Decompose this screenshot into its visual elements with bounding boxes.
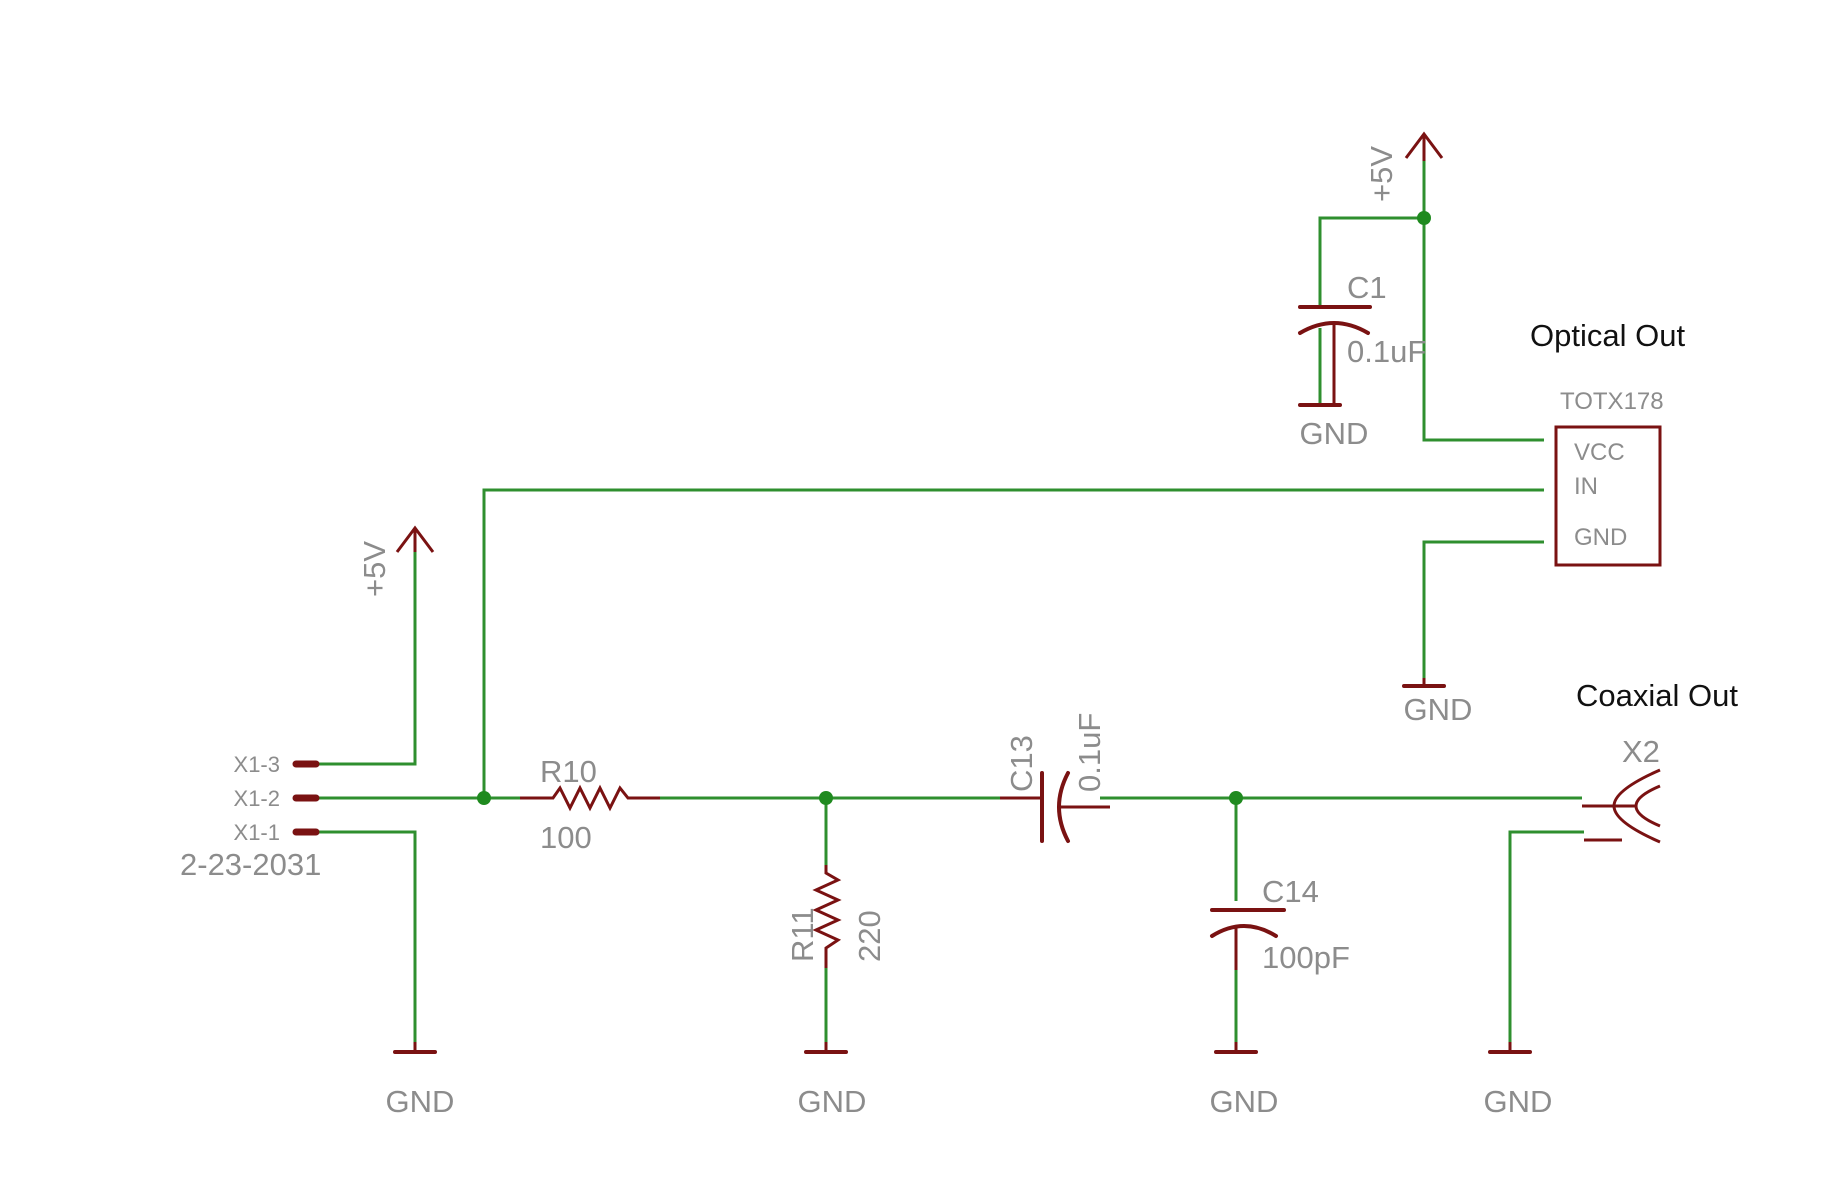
x1-part-number: 2-23-2031 [180,847,321,882]
ground-symbol-5: GND [1298,403,1369,451]
r10-value: 100 [540,820,592,855]
x2-name: X2 [1622,734,1660,769]
wire-x2-shield-to-gnd [1508,830,1584,1042]
ground-label: GND [798,1084,867,1119]
junction-dot [477,791,491,805]
x1-pin-1-label: X1-1 [234,820,280,845]
ground-label: GND [1404,692,1473,727]
capacitor-c13: C13 0.1uF [1000,713,1110,843]
wire-x1-3-to-5v [300,532,417,766]
junction-dot [1417,211,1431,225]
ground-symbol-4: GND [1484,1042,1553,1119]
capacitor-c14: C14 100pF [1210,874,1350,975]
resistor-r10: R10 100 [520,754,660,855]
wire-x1-1-to-gnd [300,830,417,1042]
ground-label: GND [1210,1084,1279,1119]
power-symbol-right: +5V [1364,131,1444,202]
wire-to-totx-in [482,488,1544,798]
resistor-zigzag-icon [520,784,660,812]
c14-name: C14 [1262,874,1319,909]
c14-plate-curved [1210,924,1278,938]
r11-name: R11 [785,907,820,962]
totx-body [1554,425,1662,567]
coaxial-out-title: Coaxial Out [1576,678,1738,713]
c1-value: 0.1uF [1347,334,1426,369]
r11-value: 220 [852,910,887,962]
r10-name: R10 [540,754,597,789]
c14-value: 100pF [1262,940,1350,975]
c1-name: C1 [1347,270,1387,305]
wire-c1-top [1318,216,1424,305]
ground-label: GND [1484,1084,1553,1119]
power-symbol-left: +5V [357,525,435,597]
x1-pin-3-label: X1-3 [234,752,280,777]
coax-jack-x2: X2 Coaxial Out [1576,678,1738,844]
connector-x1: X1-3 X1-2 X1-1 2-23-2031 [180,752,321,882]
optical-out-title: Optical Out [1530,318,1685,353]
wire-5v-to-totx-vcc [1422,161,1544,442]
c13-value: 0.1uF [1072,713,1107,792]
resistor-zigzag-icon [812,865,842,968]
coax-inner-arc-icon [1634,784,1661,828]
ground-label: GND [386,1084,455,1119]
junction-dot [819,791,833,805]
totx-pin-gnd: GND [1574,524,1627,551]
wire-totx-gnd [1422,540,1544,678]
resistor-r11: R11 220 [785,865,887,968]
totx-pin-vcc: VCC [1574,439,1625,466]
totx-pin-in: IN [1574,473,1598,500]
ground-symbol-1: GND [386,1042,455,1119]
supply-label-left: +5V [357,541,392,597]
junction-dot [1229,791,1243,805]
totx178-module: TOTX178 VCC IN GND Optical Out [1530,318,1685,567]
c13-name: C13 [1004,735,1039,792]
capacitor-c1: C1 0.1uF [1298,270,1426,405]
wires [300,161,1584,1042]
junctions [477,211,1431,805]
ground-symbol-3: GND [1210,1042,1279,1119]
totx-name: TOTX178 [1560,388,1664,415]
supply-label-right: +5V [1364,146,1399,202]
ground-symbol-2: GND [798,1042,867,1119]
x1-pin-2-label: X1-2 [234,786,280,811]
ground-symbol-6: GND [1402,678,1473,727]
ground-label: GND [1300,416,1369,451]
